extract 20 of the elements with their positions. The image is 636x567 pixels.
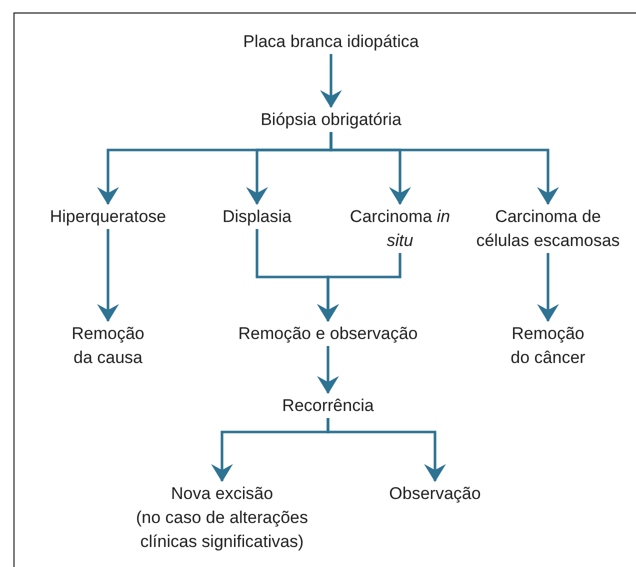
- arrow: [97, 229, 119, 322]
- node-label: Remoção da causa: [70, 323, 146, 369]
- node-label: Nova excisão: [170, 483, 274, 505]
- arrow: [330, 132, 559, 205]
- arrow: [317, 253, 402, 322]
- node-label: Observação: [389, 483, 481, 505]
- node-label: (no caso de alterações clínicas significativas): [135, 507, 309, 553]
- node-label: Carcinoma de células escamosas: [475, 206, 621, 252]
- arrow: [537, 253, 559, 322]
- node-label: Biópsia obrigatória: [260, 109, 402, 131]
- node-label: Displasia: [222, 206, 292, 228]
- node-label: Hiperqueratose: [50, 206, 166, 228]
- arrow: [317, 346, 339, 394]
- arrow: [320, 54, 342, 108]
- node-label: Remoção do câncer: [510, 323, 586, 369]
- arrow: [326, 418, 446, 482]
- node-label: Recorrência: [282, 395, 374, 417]
- node-label: Remoção e observação: [238, 323, 418, 345]
- node-label: Placa branca idiopática: [243, 31, 419, 53]
- node-label: Carcinoma in situ: [348, 206, 452, 252]
